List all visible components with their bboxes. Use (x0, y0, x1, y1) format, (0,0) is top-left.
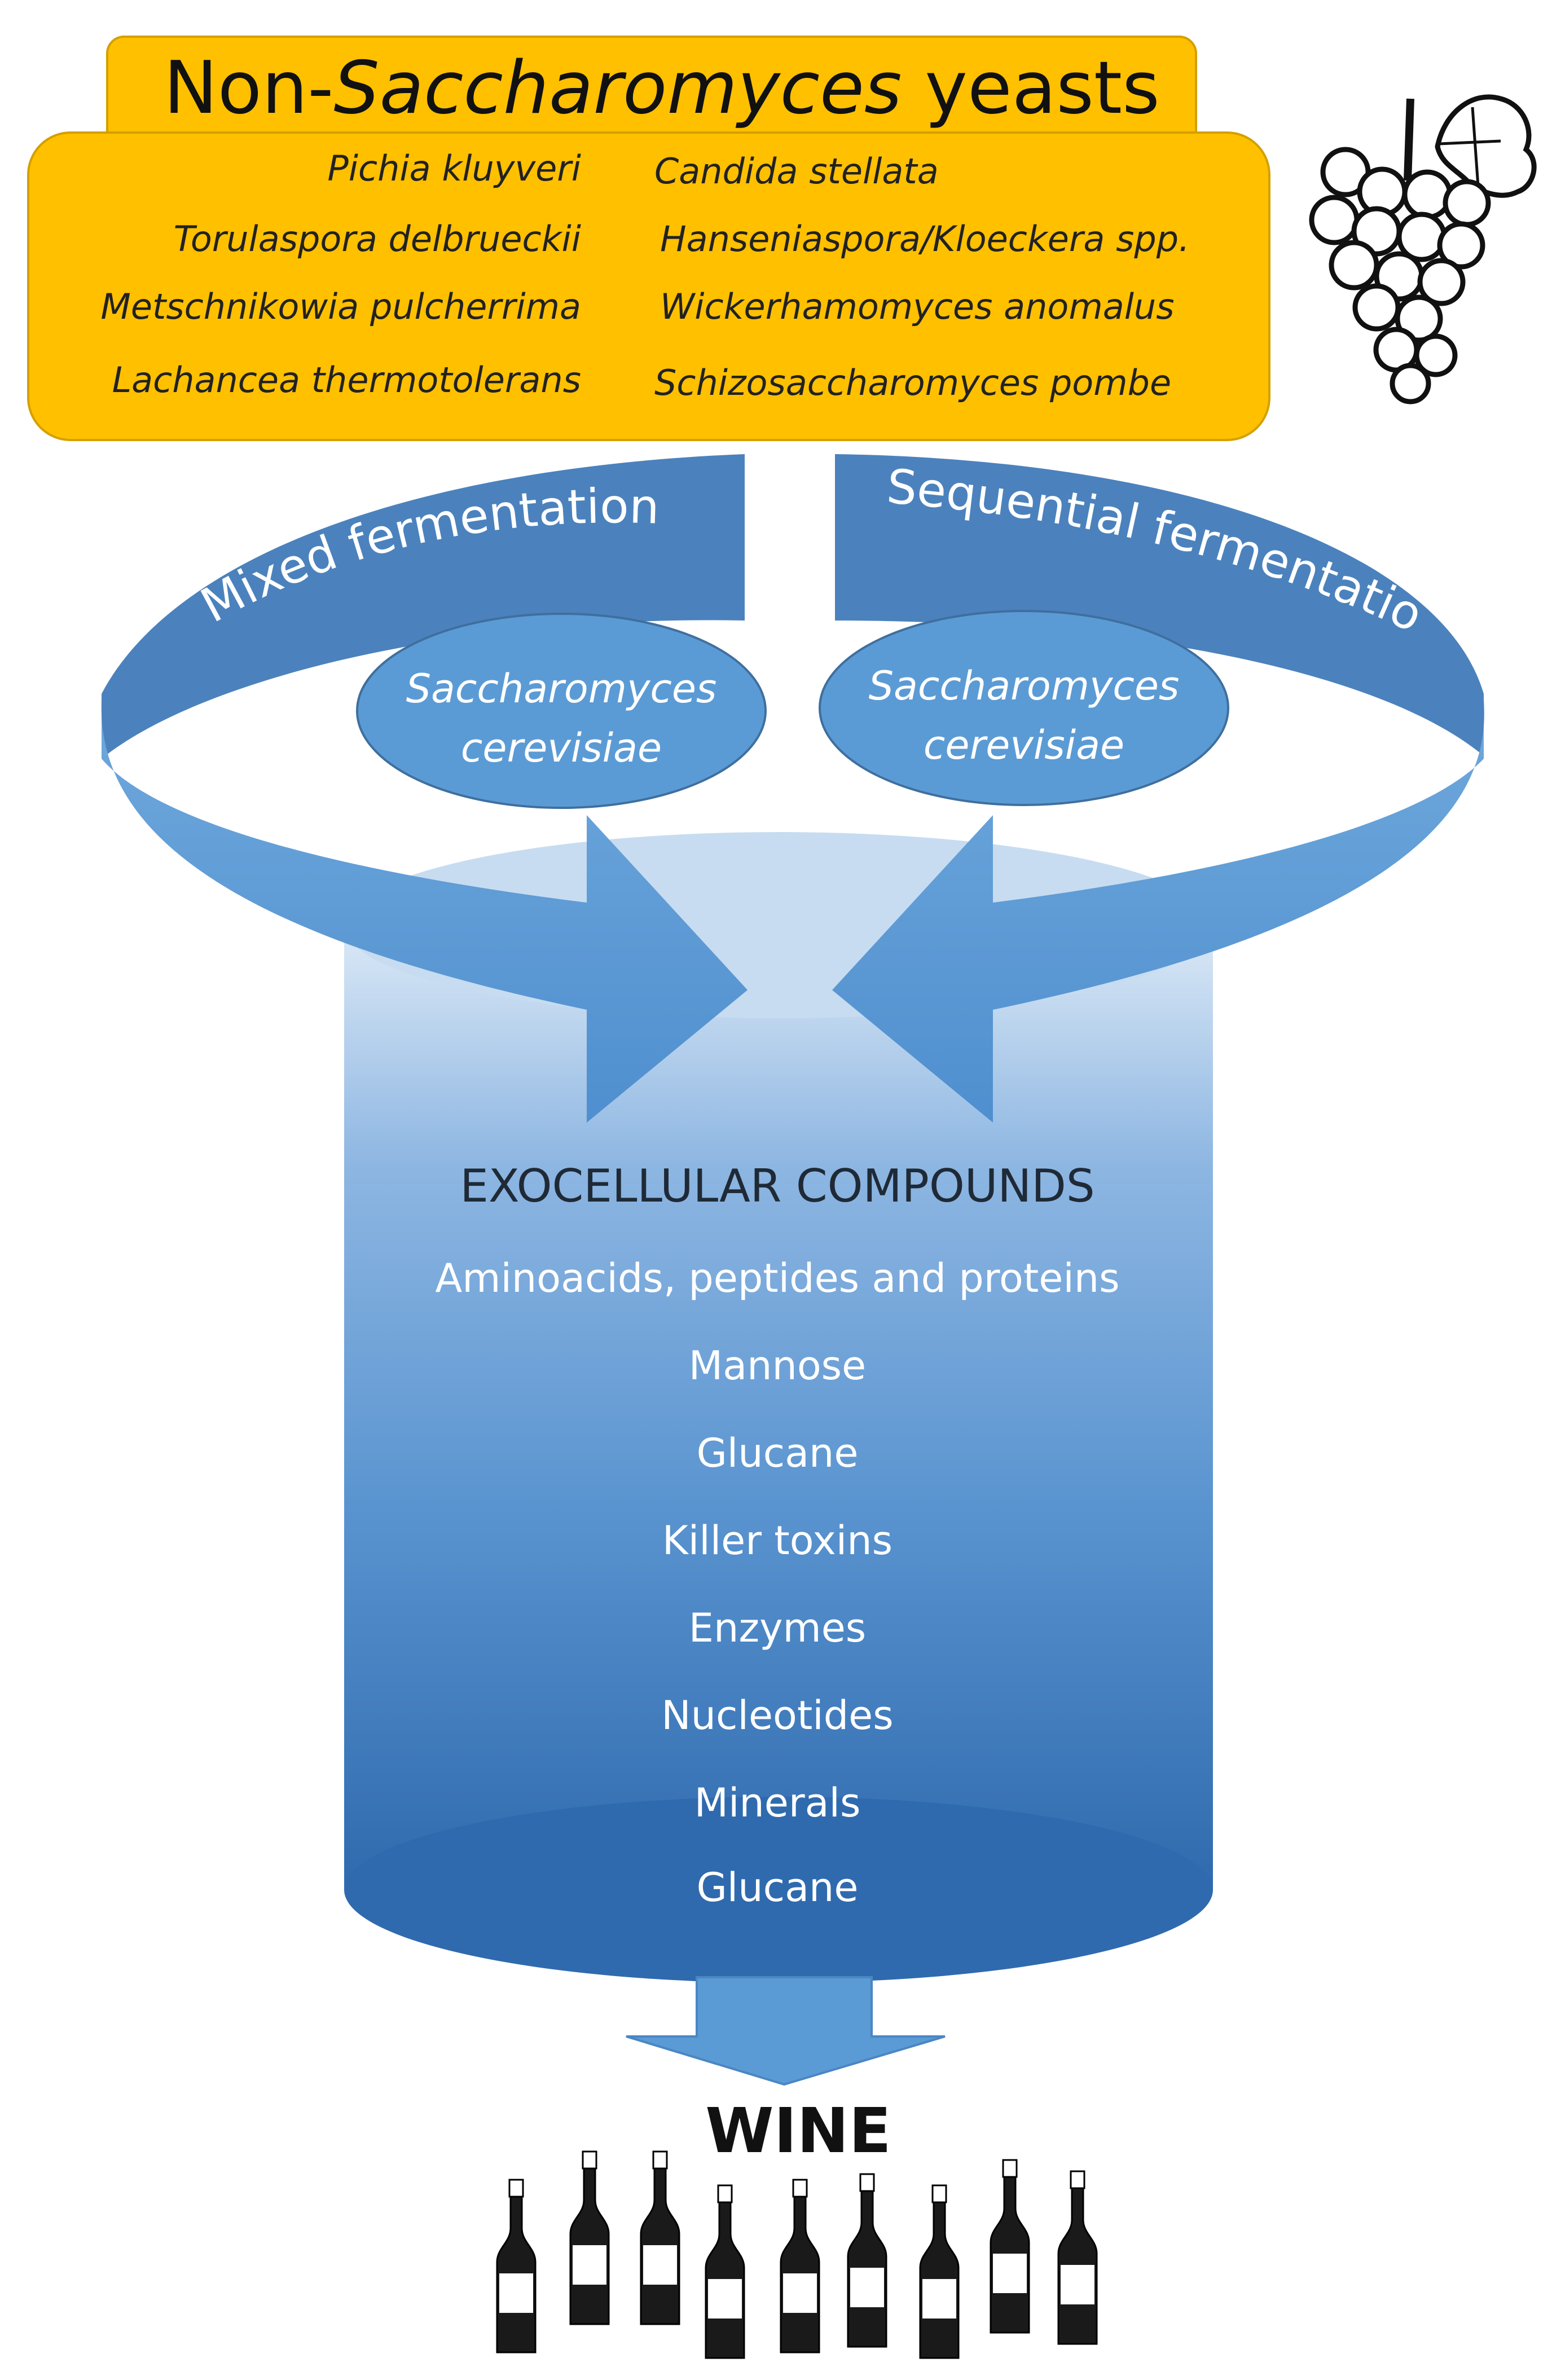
bottle-body (496, 2182, 537, 2353)
wine-bottle-icon (919, 2184, 960, 2359)
title-italic: Saccharomyces (333, 46, 902, 130)
bottle-body (1057, 2174, 1098, 2345)
title-prefix: Non- (164, 46, 333, 130)
cerevisiae-ellipse-left (356, 613, 767, 809)
bottle-label (708, 2279, 742, 2319)
bottle-label (922, 2279, 956, 2319)
bottle-body (780, 2182, 820, 2353)
compounds-heading: EXOCELLULAR COMPOUNDS (460, 1160, 1094, 1212)
non-saccharomyces-box: Non-Saccharomyces yeasts Pichia kluyveri… (27, 36, 1270, 441)
header-title: Non-Saccharomyces yeasts (164, 46, 1160, 130)
exocellular-cylinder (344, 832, 1213, 1983)
cerevisiae-ellipse-right (819, 610, 1229, 806)
wine-bottle-icon (705, 2184, 745, 2359)
wine-bottle-icon (640, 2150, 680, 2325)
bottle-cap (508, 2179, 524, 2198)
compound-item: Glucane (697, 1864, 859, 1911)
wine-bottle-icon (1057, 2170, 1098, 2345)
compound-item: Nucleotides (661, 1692, 893, 1739)
wine-bottles (496, 2150, 1098, 2359)
bottle-cap (1002, 2159, 1018, 2178)
species-right-3: Wickerhamomyces anomalus (660, 286, 1175, 327)
compound-item: Glucane (697, 1430, 859, 1476)
down-arrow-icon (626, 1976, 946, 2086)
species-panel (27, 131, 1270, 441)
species-right-1: Candida stellata (654, 151, 939, 192)
sequential-arrow-band (835, 454, 1484, 756)
wine-bottle-icon (780, 2179, 820, 2353)
cerevisiae-right-line1: Saccharomyces (869, 663, 1180, 709)
bottle-cap (792, 2179, 808, 2198)
wine-label: WINE (705, 2095, 891, 2167)
bottle-label (573, 2245, 606, 2285)
cylinder-body (344, 925, 1213, 1890)
species-left-4: Lachancea thermotolerans (112, 359, 581, 401)
bottle-label (850, 2268, 884, 2307)
compound-item: Killer toxins (662, 1517, 892, 1564)
bottle-label (783, 2273, 817, 2313)
bottle-label (1061, 2265, 1094, 2304)
bottle-label (993, 2254, 1027, 2293)
cerevisiae-right-line2: cerevisiae (924, 722, 1124, 768)
bottle-label (643, 2245, 677, 2285)
bottle-cap (859, 2173, 875, 2192)
mixed-arrow-band (102, 454, 745, 759)
mixed-arrow-head (101, 700, 748, 1123)
wine-bottle-icon (496, 2179, 537, 2353)
bottle-body (569, 2154, 610, 2325)
compound-item: Minerals (694, 1780, 861, 1826)
compound-item: Enzymes (689, 1605, 867, 1651)
bottle-body (847, 2176, 887, 2348)
species-left-1: Pichia kluyveri (327, 148, 581, 189)
bottle-body (640, 2154, 680, 2325)
compound-item: Mannose (689, 1343, 866, 1389)
cerevisiae-left-line2: cerevisiae (461, 725, 662, 771)
species-left-3: Metschnikowia pulcherrima (100, 286, 581, 327)
sequential-arrow-head (832, 700, 1485, 1123)
wine-bottle-icon (569, 2150, 610, 2325)
saccharomyces-left: Saccharomyces cerevisiae (356, 613, 767, 809)
title-suffix: yeasts (902, 46, 1160, 130)
species-left-2: Torulaspora delbrueckii (174, 218, 581, 259)
bottle-cap (652, 2150, 668, 2170)
species-right-4: Schizosaccharomyces pombe (654, 362, 1171, 403)
compound-list: EXOCELLULAR COMPOUNDS Aminoacids, peptid… (435, 1160, 1119, 1911)
species-right-2: Hanseniaspora/Kloeckera spp. (660, 218, 1190, 259)
bottle-cap (931, 2184, 947, 2203)
wine-bottle-icon (990, 2159, 1030, 2334)
grapes-icon (1309, 94, 1537, 404)
cerevisiae-left-line1: Saccharomyces (406, 666, 717, 712)
saccharomyces-right: Saccharomyces cerevisiae (819, 610, 1229, 806)
bottle-cap (582, 2150, 597, 2170)
bottle-cap (1070, 2170, 1085, 2189)
bottle-body (919, 2188, 960, 2359)
cylinder-base (344, 1797, 1213, 1983)
bottle-body (705, 2188, 745, 2359)
wine-bottle-icon (847, 2173, 887, 2348)
bottle-cap (717, 2184, 733, 2203)
bottle-label (499, 2273, 533, 2313)
bottle-body (990, 2162, 1030, 2334)
compound-item: Aminoacids, peptides and proteins (435, 1255, 1119, 1301)
